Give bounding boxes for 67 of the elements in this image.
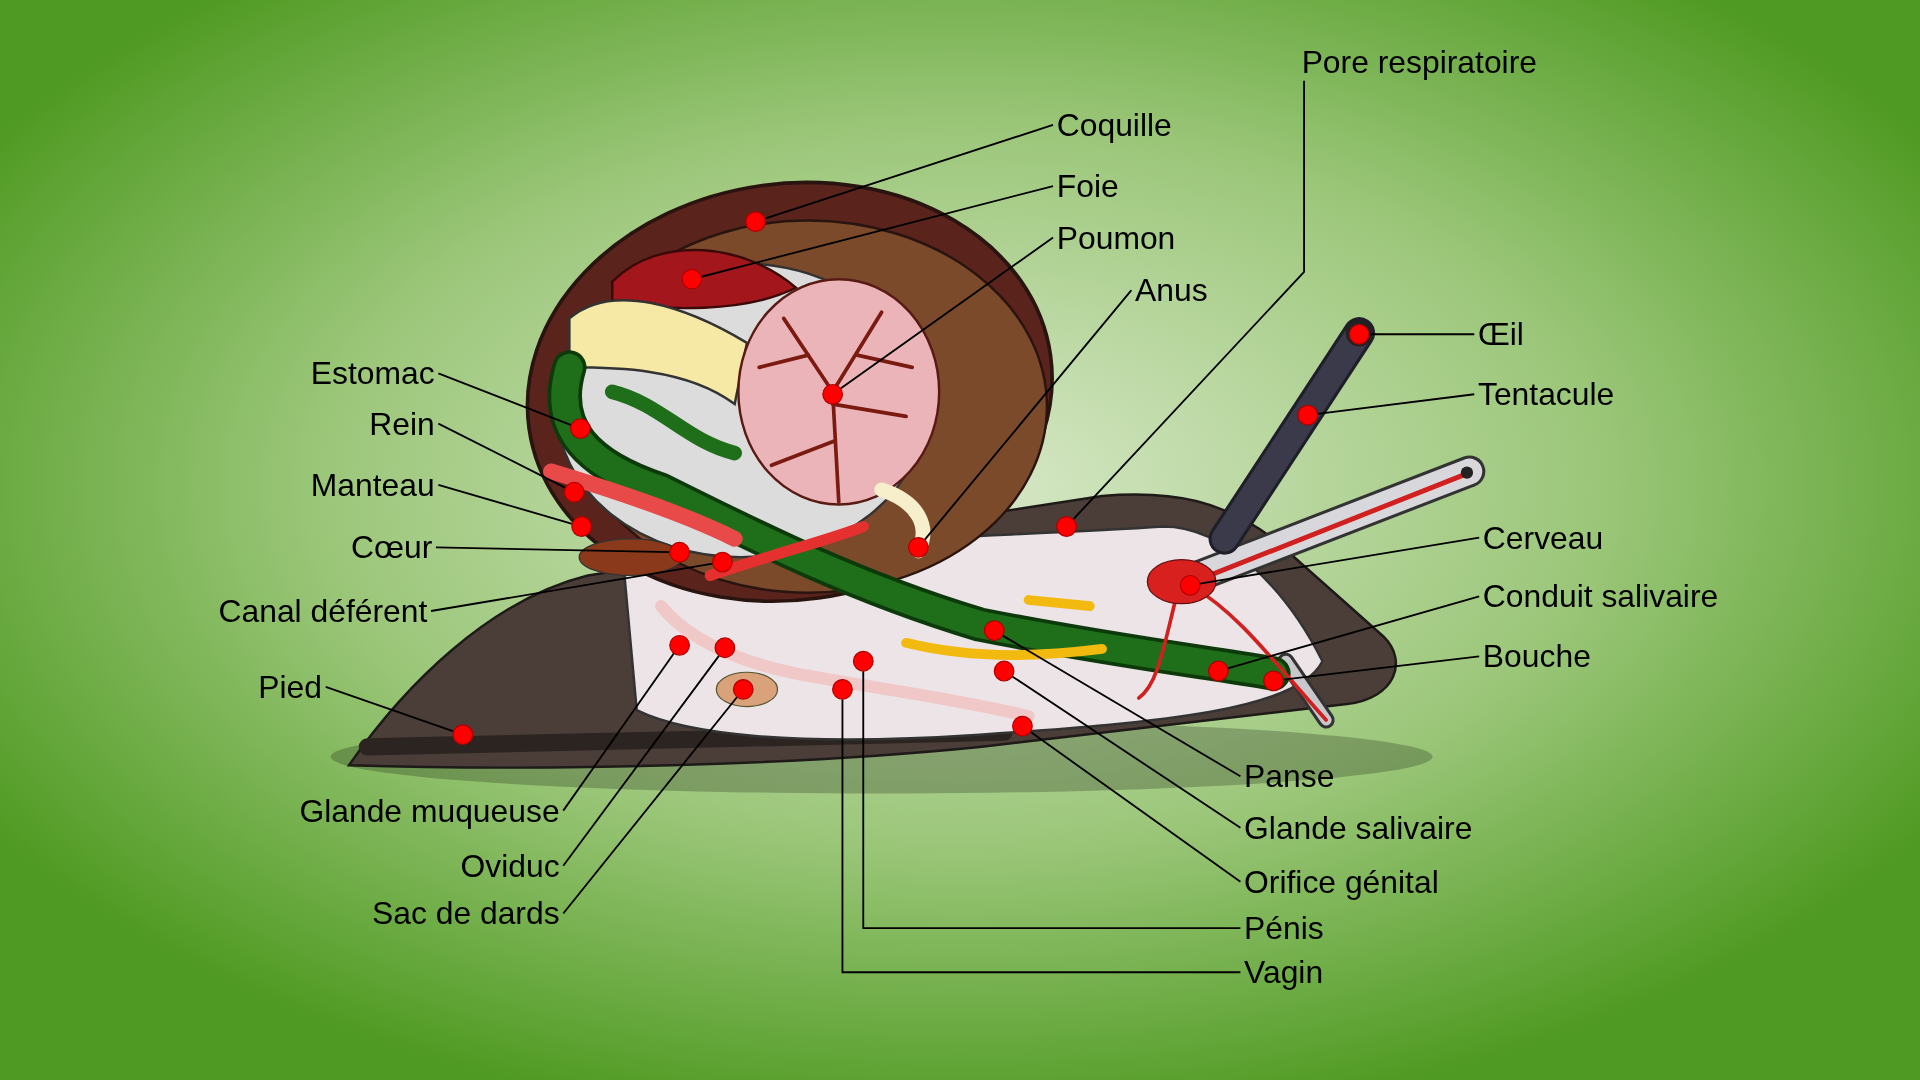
marker-dot xyxy=(669,634,690,656)
part-label: Vagin xyxy=(1240,953,1327,991)
marker-dot xyxy=(1263,670,1284,692)
part-label: Glande muqueuse xyxy=(295,792,564,829)
part-label: Oviduc xyxy=(456,847,564,885)
marker-dot xyxy=(1348,323,1370,345)
part-label: Pénis xyxy=(1240,909,1328,947)
leader-line xyxy=(763,124,1054,220)
marker-dot xyxy=(745,211,766,233)
leader-line xyxy=(324,686,455,733)
part-label: Poumon xyxy=(1053,219,1179,256)
leader-line xyxy=(923,289,1133,541)
marker-dot xyxy=(822,383,844,405)
marker-dot xyxy=(907,536,929,558)
marker-dot xyxy=(732,679,754,700)
part-label: Cerveau xyxy=(1479,519,1607,556)
marker-dot xyxy=(714,637,736,659)
leader-line xyxy=(1226,595,1481,670)
part-label: Pore respiratoire xyxy=(1297,44,1541,81)
part-label: Glande salivaire xyxy=(1240,809,1477,847)
leader-line xyxy=(1368,333,1476,336)
marker-dot xyxy=(563,481,585,503)
marker-dot xyxy=(983,620,1005,641)
part-label: Estomac xyxy=(307,355,439,392)
part-label: Orifice génital xyxy=(1240,863,1443,900)
marker-dot xyxy=(669,541,690,563)
marker-dot xyxy=(570,418,591,439)
leader-line xyxy=(1001,634,1242,778)
part-label: Panse xyxy=(1240,757,1339,795)
part-label: Œil xyxy=(1474,315,1528,353)
leader-line xyxy=(1029,730,1242,883)
marker-dot xyxy=(1012,715,1033,737)
part-label: Bouche xyxy=(1479,637,1595,675)
part-label: Tentacule xyxy=(1474,375,1618,413)
marker-dot xyxy=(1179,574,1201,596)
marker-dot xyxy=(852,650,874,672)
part-label: Manteau xyxy=(307,466,439,504)
part-label: Coquille xyxy=(1053,106,1176,144)
marker-dot xyxy=(832,679,853,700)
leader-line xyxy=(1072,79,1305,521)
leader-line xyxy=(1011,675,1242,829)
part-label: Conduit salivaire xyxy=(1479,577,1722,615)
part-label: Rein xyxy=(365,405,439,443)
marker-dot xyxy=(681,268,703,290)
leader-line xyxy=(437,422,567,489)
leader-line xyxy=(562,696,739,915)
marker-dot xyxy=(571,516,593,537)
leader-line xyxy=(1282,655,1481,681)
part-label: Sac de dards xyxy=(368,895,564,932)
leader-line xyxy=(839,236,1054,390)
marker-dot xyxy=(452,724,474,746)
part-label: Anus xyxy=(1131,271,1212,309)
part-label: Canal déférent xyxy=(214,592,431,630)
part-label: Pied xyxy=(254,668,326,706)
marker-dot xyxy=(712,551,733,573)
marker-dot xyxy=(1297,404,1319,426)
leader-line xyxy=(841,698,1242,974)
marker-dot xyxy=(1207,660,1229,682)
marker-dot xyxy=(993,660,1015,682)
part-label: Cœur xyxy=(347,529,436,566)
leader-line xyxy=(437,483,574,525)
leader-line xyxy=(562,652,675,812)
marker-dot xyxy=(1056,516,1077,537)
leader-line xyxy=(562,654,720,867)
leader-line xyxy=(437,372,573,426)
part-label: Foie xyxy=(1053,167,1123,205)
leader-line xyxy=(862,670,1242,930)
